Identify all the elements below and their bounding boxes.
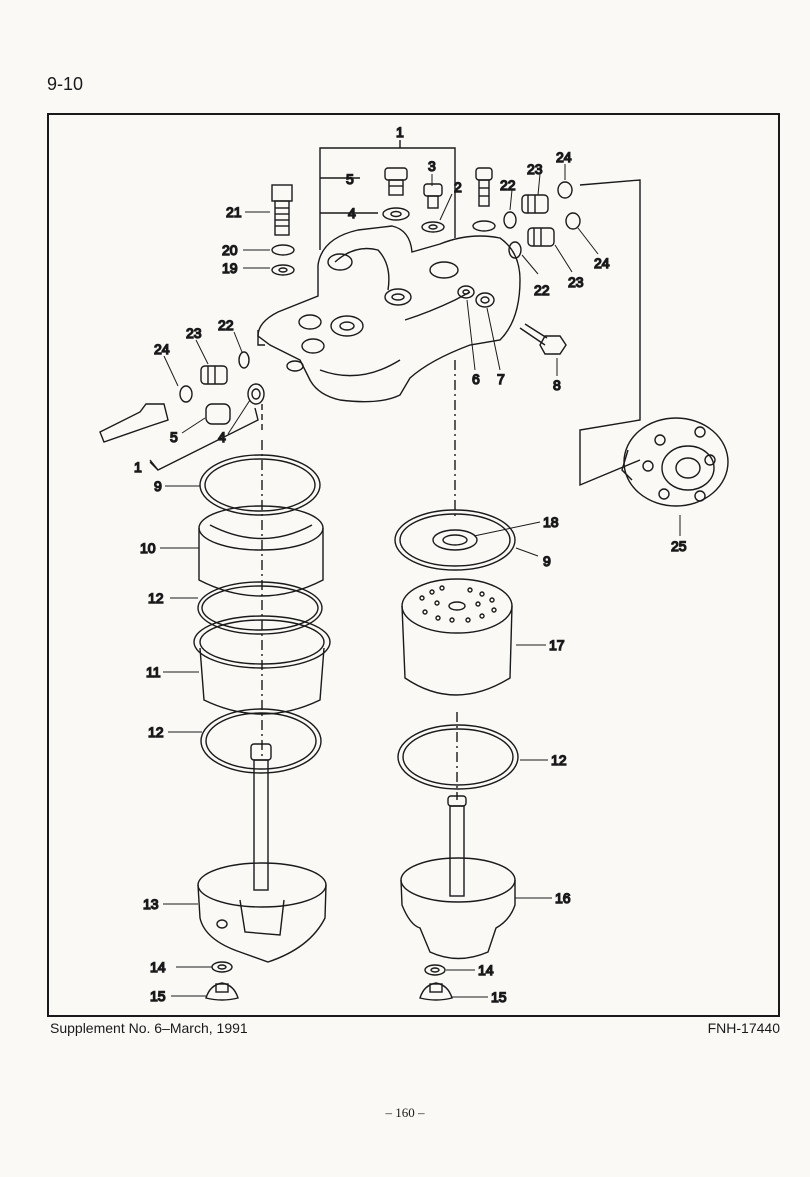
- callout-5-left: 5: [170, 429, 178, 445]
- callout-23-mid: 23: [568, 274, 584, 290]
- o-ring-9-left: [199, 454, 321, 516]
- callout-25: 25: [671, 538, 687, 554]
- callout-7: 7: [497, 371, 505, 387]
- callout-16: 16: [555, 890, 571, 906]
- bowl-11: [193, 615, 331, 715]
- callout-9-left: 9: [154, 478, 162, 494]
- bolt-8: [519, 323, 567, 355]
- bolt-right: [472, 167, 496, 232]
- callout-15-right: 15: [491, 989, 507, 1005]
- bottom-cover-13: [197, 862, 327, 963]
- leader-lines: [160, 164, 681, 998]
- callout-24-mid: 24: [594, 255, 610, 271]
- callout-3: 3: [428, 158, 436, 174]
- filter-element-17: [401, 578, 513, 696]
- callout-1-left: 1: [134, 459, 142, 475]
- callout-4-left: 4: [218, 429, 226, 445]
- callout-19: 19: [222, 260, 238, 276]
- callout-18: 18: [543, 514, 559, 530]
- bracket-item-1-top: [319, 140, 456, 250]
- seal-18: [432, 529, 478, 551]
- callout-2: 2: [454, 179, 462, 195]
- page-folio: – 160 –: [385, 1105, 425, 1120]
- washer-19: [271, 264, 295, 276]
- callout-22-top: 22: [500, 177, 516, 193]
- callout-12-a: 12: [148, 590, 164, 606]
- callout-1-top: 1: [396, 124, 404, 140]
- pump-flange-25: [621, 417, 729, 507]
- callout-8: 8: [553, 377, 561, 393]
- center-tube-16: [447, 795, 467, 897]
- callout-6: 6: [472, 371, 480, 387]
- callout-12-b: 12: [148, 724, 164, 740]
- callout-24-left: 24: [154, 341, 170, 357]
- washer-14-right: [424, 964, 446, 976]
- o-ring-12-a: [197, 581, 323, 635]
- callout-17: 17: [549, 637, 565, 653]
- plug-5-top: [384, 167, 408, 196]
- bowl-10: [198, 505, 324, 597]
- callout-23-left: 23: [186, 325, 202, 341]
- drain-plug-15-left: [205, 982, 239, 1001]
- callout-20: 20: [222, 242, 238, 258]
- callout-14-right: 14: [478, 962, 494, 978]
- callout-14-left: 14: [150, 959, 166, 975]
- fittings-left: [99, 351, 265, 471]
- air-vent-screw-3: [423, 183, 443, 209]
- page-number: 9-10: [47, 74, 84, 94]
- bolt-21: [271, 184, 293, 236]
- center-bolt-13: [250, 743, 272, 891]
- callout-9-right: 9: [543, 553, 551, 569]
- callout-24-top: 24: [556, 149, 572, 165]
- callout-10: 10: [140, 540, 156, 556]
- o-ring-12-c: [397, 724, 519, 790]
- washers-6-7: [457, 285, 495, 308]
- washer-4-top: [382, 207, 410, 221]
- callout-11: 11: [146, 664, 161, 680]
- o-ring-12-b: [200, 708, 322, 774]
- bottom-cover-16: [400, 857, 516, 960]
- supplement-note: Supplement No. 6–March, 1991: [50, 1020, 248, 1036]
- callout-15-left: 15: [150, 988, 166, 1004]
- callout-5-top: 5: [346, 171, 354, 187]
- filter-head: [257, 225, 521, 403]
- document-number: FNH-17440: [707, 1020, 780, 1036]
- washer-2: [421, 221, 445, 233]
- callout-23-top: 23: [527, 161, 543, 177]
- washer-20: [271, 244, 295, 256]
- callout-22-mid: 22: [534, 282, 550, 298]
- callout-12-c: 12: [551, 752, 567, 768]
- callout-13: 13: [143, 896, 159, 912]
- o-ring-9-right: [394, 509, 516, 571]
- callout-21: 21: [226, 204, 242, 220]
- fittings-top-right: [503, 179, 641, 487]
- drain-plug-15-right: [419, 982, 453, 1001]
- diagram-frame: [47, 113, 780, 1017]
- callout-22-left: 22: [218, 317, 234, 333]
- callout-4-top: 4: [348, 205, 356, 221]
